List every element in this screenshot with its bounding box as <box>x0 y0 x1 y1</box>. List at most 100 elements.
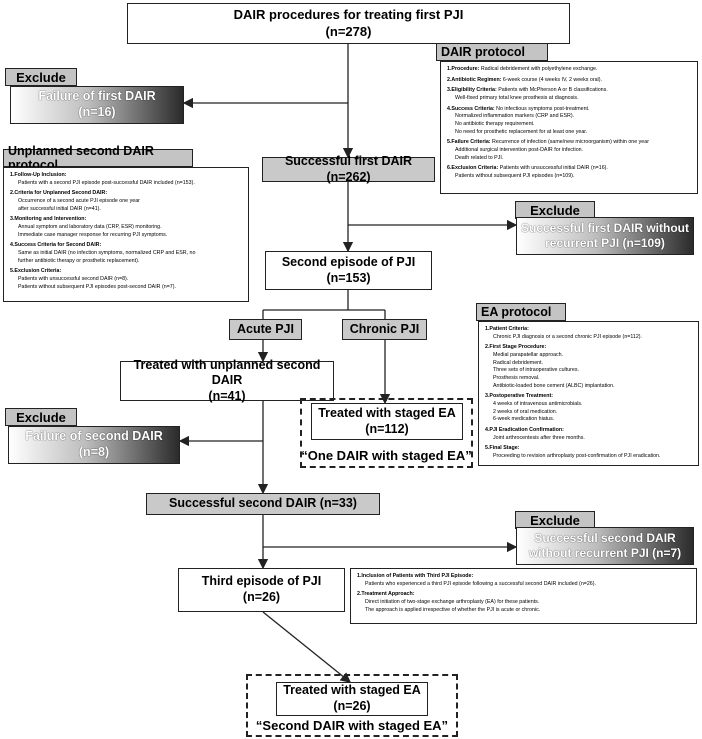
protocol-item-heading: 4.Success Criteria: <box>447 105 495 112</box>
exclude-label-1: Exclude <box>5 68 77 86</box>
protocol-item-heading: 2.Criteria for Unplanned Second DAIR: <box>10 190 108 197</box>
protocol-item: 1.Follow-Up Inclusion:Patients with a se… <box>10 172 244 187</box>
protocol-item-line: Normalized inflammation markers (CRP and… <box>455 113 575 120</box>
protocol-item-heading: 2.Antibiotic Regimen: <box>447 76 502 83</box>
protocol-item-heading: 4.Success Criteria for Second DAIR: <box>10 242 102 249</box>
third-episode-box: Third episode of PJI (n=26) <box>178 568 345 612</box>
protocol-item-line: Annual symptom and laboratory data (CRP,… <box>18 224 162 231</box>
staged-ea-1-count: (n=112) <box>365 421 409 436</box>
acute-pji-label: Acute PJI <box>237 321 294 336</box>
dair-protocol-title: DAIR protocol <box>436 43 548 61</box>
protocol-item: 4.PJI Eradication Confirmation:Joint art… <box>485 427 694 442</box>
staged-ea-2-count: (n=26) <box>333 699 371 713</box>
protocol-item-heading: 1.Procedure: <box>447 66 480 72</box>
dair-first-pji-count: (n=278) <box>325 23 372 39</box>
protocol-item: 2.Antibiotic Regimen: 6-week course (4 w… <box>447 77 693 85</box>
protocol-item-text: Patients with McPherson A or B classific… <box>496 87 608 94</box>
protocol-item: 1.Inclusion of Patients with Third PJI E… <box>357 573 692 588</box>
connector-third-to-staged-ea <box>262 611 352 683</box>
third-episode-protocol-panel: 1.Inclusion of Patients with Third PJI E… <box>350 568 697 624</box>
second-episode-label: Second episode of PJI <box>281 254 416 269</box>
staged-ea-2-dashed-frame <box>246 674 458 737</box>
protocol-item-line: No antibiotic therapy requirement. <box>455 121 535 128</box>
second-episode-count: (n=153) <box>326 270 371 285</box>
protocol-item-line: Three sets of intraoperative cultures. <box>493 367 579 374</box>
protocol-item-heading: 3.Postoperative Treatment: <box>485 393 553 400</box>
failure-first-dair-count: (n=16) <box>78 105 116 119</box>
exclude-label-4: Exclude <box>515 511 595 529</box>
protocol-item-heading: 5.Exclusion Criteria: <box>10 268 62 275</box>
protocol-item-line: after successful initial DAIR (n=41). <box>18 205 101 212</box>
no-recur-second-line1: Successful second DAIR <box>534 531 676 545</box>
unplanned-second-dair-box: Treated with unplanned second DAIR (n=41… <box>120 357 334 403</box>
protocol-item-heading: 1.Inclusion of Patients with Third PJI E… <box>357 573 474 579</box>
protocol-item-heading: 2.First Stage Procedure: <box>485 344 547 351</box>
protocol-item-heading: 3.Monitoring and Intervention: <box>10 216 87 223</box>
protocol-item: 5.Failure Criteria: Recurrence of infect… <box>447 139 693 162</box>
protocol-item-line: No need for prosthetic replacement for a… <box>455 128 588 135</box>
protocol-item-line: Radical debridement. <box>493 359 544 366</box>
protocol-item-line: Antibiotic-loaded bone cement (ALBC) imp… <box>493 382 615 389</box>
protocol-item-heading: 5.Failure Criteria: <box>447 139 491 146</box>
protocol-item-line: Same as initial DAIR (no infection sympt… <box>18 250 196 257</box>
protocol-item-line: further antibiotic therapy or prosthetic… <box>18 257 140 264</box>
protocol-item-text: No infectious symptoms post-treatment. <box>494 105 590 112</box>
successful-first-dair-label: Successful first DAIR (n=262) <box>284 153 413 184</box>
staged-ea-1-dashed-frame <box>300 398 473 468</box>
unplanned-second-dair-count: (n=41) <box>208 388 246 403</box>
protocol-item-line: Prosthesis removal. <box>493 375 540 382</box>
staged-ea-2-label: Treated with staged EA <box>283 683 421 698</box>
protocol-item: 1.Patient Criteria:Chronic PJI diagnosis… <box>485 326 694 341</box>
staged-ea-1-label: Treated with staged EA <box>318 405 456 420</box>
protocol-item: 5.Final Stage:Proceeding to revision art… <box>485 445 694 460</box>
protocol-item: 4.Success Criteria: No infectious sympto… <box>447 106 693 137</box>
protocol-item-heading: 1.Follow-Up Inclusion: <box>10 172 67 178</box>
chronic-pji-label: Chronic PJI <box>349 321 420 336</box>
staged-ea-2-quote: “Second DAIR with staged EA” <box>255 718 449 733</box>
staged-ea-1-quote: “One DAIR with staged EA” <box>301 448 472 463</box>
protocol-item-line: Direct initiation of two-stage exchange … <box>365 599 540 606</box>
protocol-item-line: 2 weeks of oral medication. <box>493 408 558 415</box>
protocol-item-line: Occurrence of a second acute PJI episode… <box>18 198 140 205</box>
protocol-item: 3.Monitoring and Intervention:Annual sym… <box>10 216 244 239</box>
successful-first-dair-box: Successful first DAIR (n=262) <box>262 153 435 184</box>
no-recur-first-box: Successful first DAIR without recurrent … <box>516 217 694 255</box>
dair-protocol-panel: 1.Procedure: Radical debridement with po… <box>440 61 698 194</box>
protocol-item-heading: 1.Patient Criteria: <box>485 326 529 332</box>
protocol-item-line: Chronic PJI diagnosis or a second chroni… <box>493 333 643 340</box>
failure-first-dair-box: Failure of first DAIR (n=16) <box>10 86 184 124</box>
ea-protocol-panel: 1.Patient Criteria:Chronic PJI diagnosis… <box>478 321 699 466</box>
failure-second-dair-label: Failure of second DAIR <box>25 429 163 444</box>
protocol-item: 2.First Stage Procedure:Medial parapatel… <box>485 344 694 390</box>
exclude-label-3: Exclude <box>5 408 77 426</box>
successful-second-dair-label: Successful second DAIR (n=33) <box>169 496 357 511</box>
protocol-item-line: Patients without subsequent PJI episodes… <box>18 283 176 290</box>
no-recur-first-line1: Successful first DAIR without <box>520 221 690 235</box>
protocol-item-line: Joint arthrocentesis after three months. <box>493 434 585 441</box>
protocol-item-line: Immediate case manager response for recu… <box>18 231 168 238</box>
protocol-item-line: Medial parapatellar approach. <box>493 352 564 359</box>
protocol-item-heading: 6.Exclusion Criteria: <box>447 165 499 172</box>
third-episode-count: (n=26) <box>242 590 281 604</box>
protocol-item-text: Patients with unsuccessful initial DAIR … <box>498 165 608 172</box>
no-recur-first-line2: recurrent PJI (n=109) <box>545 236 665 250</box>
protocol-item-heading: 5.Final Stage: <box>485 445 520 452</box>
protocol-item-heading: 4.PJI Eradication Confirmation: <box>485 427 564 434</box>
protocol-item-line: Death related to PJI. <box>455 154 504 161</box>
third-episode-label: Third episode of PJI <box>201 574 322 589</box>
protocol-item-text: 6-week course (4 weeks IV, 2 weeks oral)… <box>501 76 602 83</box>
protocol-item: 5.Exclusion Criteria:Patients with unsuc… <box>10 268 244 291</box>
protocol-item-text: Radical debridement with polyethylene ex… <box>479 66 598 72</box>
protocol-item-line: Patients without subsequent PJI episodes… <box>455 173 575 180</box>
protocol-item-line: Proceeding to revision arthroplasty post… <box>493 453 661 460</box>
failure-second-dair-count: (n=8) <box>78 445 110 459</box>
unplanned-second-dair-label: Treated with unplanned second DAIR <box>133 357 321 388</box>
failure-second-dair-box: Failure of second DAIR (n=8) <box>8 426 180 464</box>
protocol-item-line: 4 weeks of intravenous antimicrobials. <box>493 401 583 408</box>
protocol-item: 4.Success Criteria for Second DAIR:Same … <box>10 242 244 265</box>
unplanned-protocol-panel: 1.Follow-Up Inclusion:Patients with a se… <box>3 167 249 302</box>
protocol-item-line: Well-fixed primary total knee prosthesis… <box>455 95 579 102</box>
protocol-item-line: Patients with unsuccessful second DAIR (… <box>18 276 129 283</box>
protocol-item: 3.Postoperative Treatment:4 weeks of int… <box>485 393 694 424</box>
